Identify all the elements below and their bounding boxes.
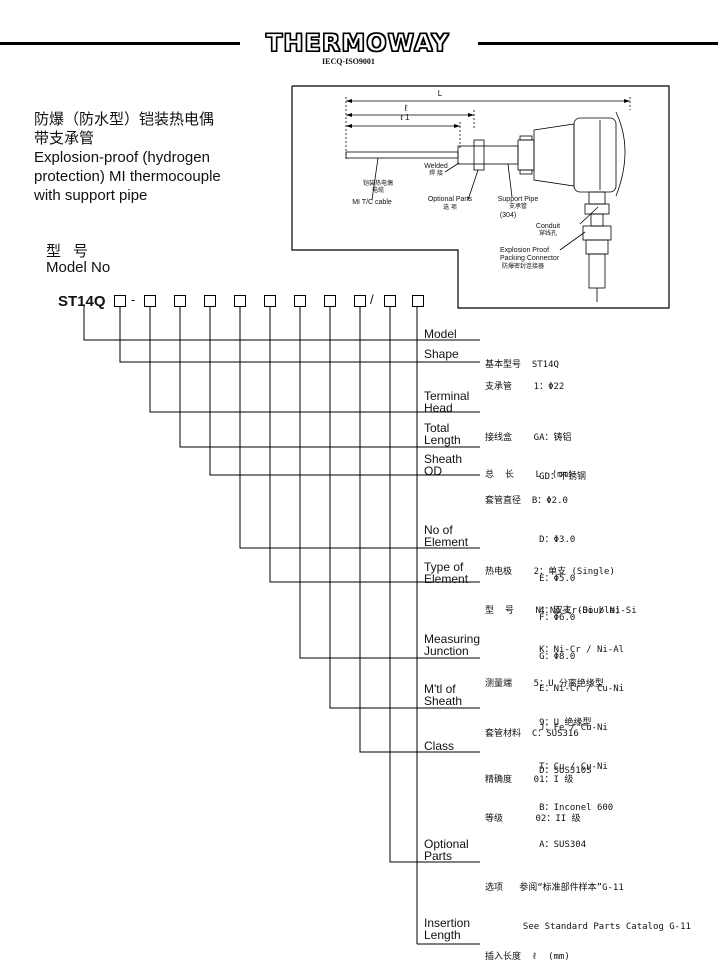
drawing-layer <box>83 85 670 945</box>
spec-label-sheath-material: M'tl of Sheath <box>424 682 463 708</box>
product-title-en-line2: protection) MI thermocouple <box>34 168 221 185</box>
product-title-en: Explosion-proof (hydrogen protection) MI… <box>34 148 221 205</box>
support-pipe-label-cn: 支承管 <box>508 204 527 210</box>
code-box-type-of-element <box>294 295 306 307</box>
code-box-terminal-head-2 <box>174 295 186 307</box>
product-title-cn: 防爆（防水型）铠装热电偶 带支承管 <box>34 110 214 148</box>
spec-label-shape: Shape <box>424 347 459 361</box>
code-box-optional-parts <box>412 295 424 307</box>
code-box-class <box>384 295 396 307</box>
product-title-en-line1: Explosion-proof (hydrogen <box>34 149 210 166</box>
spec-values-optional-parts: 选项 参阅“标准部件样本”G-11 See Standard Parts Cat… <box>485 883 691 932</box>
conduit-label-cn: 穿线孔 <box>538 231 557 237</box>
product-title-cn-line2: 带支承管 <box>34 130 95 147</box>
spec-values-sheath-od: 套管直径 B：Φ2.0 D：Φ3.0 E：Φ5.0 F：Φ6.0 G：Φ8.0 <box>485 496 576 662</box>
model-code-dash: - <box>131 292 136 307</box>
spec-values-no-of-element: 热电极 2：单支 (Single) 4：双支 (Double) <box>485 567 621 616</box>
dim-l1-label: ℓ 1 <box>400 113 410 122</box>
support-pipe-material: (304) <box>499 212 517 219</box>
brand-logo: THERMOWAY <box>265 29 450 57</box>
spec-label-total-length: Total Length <box>424 421 461 447</box>
spec-label-no-of-element: No of Element <box>424 523 469 549</box>
spec-values-type-of-element: 型 号 N：Ni-Cr-Si / Ni-Si K：Ni-Cr / Ni-Al E… <box>485 606 637 772</box>
code-box-no-of-element <box>264 295 276 307</box>
model-label-en: Model No <box>46 259 111 276</box>
code-box-sheath-od <box>234 295 246 307</box>
model-code-prefix: ST14Q <box>58 293 106 310</box>
mi-cable-label-cn: 铠装热电偶 电缆 <box>362 181 393 194</box>
product-title-cn-line1: 防爆（防水型）铠装热电偶 <box>34 111 215 128</box>
spec-values-class: 精确度 01：I 级 等级 02：II 级 <box>485 775 581 824</box>
packing-connector-label-cn: 防爆密封连接器 <box>502 264 545 270</box>
spec-values-insertion-length: 插入长度 ℓ (mm) <box>485 952 570 962</box>
spec-values-terminal-head: 接线盒 GA：铸铝 GD：不锈钢 <box>485 433 587 482</box>
spec-label-optional-parts: Optional Parts <box>424 837 469 863</box>
code-box-terminal-head-1 <box>144 295 156 307</box>
header-rule-right <box>478 42 718 45</box>
spec-label-sheath-od: Sheath OD <box>424 452 463 478</box>
code-box-sheath-material <box>354 295 366 307</box>
thermocouple-drawing <box>345 97 631 302</box>
model-code-slash: / <box>370 292 374 307</box>
spec-label-insertion-length: Insertion Length <box>424 916 471 942</box>
spec-values-model: 基本型号 ST14Q <box>485 360 559 370</box>
packing-connector-label: Explosion Proof Packing Connector <box>500 247 560 262</box>
dimension-arrows <box>346 99 630 128</box>
code-box-measuring-junction <box>324 295 336 307</box>
optional-parts-label-cn: 选 项 <box>443 205 457 211</box>
spec-values-measuring-junction: 测量端 5：U 分离绝缘型 9：U 绝缘型 <box>485 679 604 728</box>
spec-values-sheath-material: 套管材料 C：SUS316 D：SUS310S B：Inconel 600 A：… <box>485 729 614 850</box>
spec-label-model: Model <box>424 327 457 341</box>
optional-parts-label-en: Optional Parts <box>427 196 473 203</box>
diagram-frame <box>291 85 670 309</box>
spec-connector-lines <box>83 305 480 945</box>
welded-label-en: Welded <box>424 163 448 170</box>
welded-label-cn: 焊 接 <box>429 171 443 177</box>
spec-label-measuring-junction: Measuring Junction <box>424 632 481 658</box>
dim-l-label: ℓ <box>404 103 408 113</box>
mi-cable-label-en: MI T/C cable <box>352 199 392 206</box>
certification-text: IECQ-ISO9001 <box>322 57 375 66</box>
spec-label-type-of-element: Type of Element <box>424 560 469 586</box>
support-pipe-label-en: Support Pipe <box>497 196 539 203</box>
dim-L-label: L <box>437 89 443 98</box>
code-box-shape <box>114 295 126 307</box>
code-box-total-length <box>204 295 216 307</box>
spec-values-shape: 支承管 1：Φ22 <box>485 382 565 392</box>
conduit-label-en: Conduit <box>535 223 561 230</box>
product-title-en-line3: with support pipe <box>34 187 148 204</box>
model-label-cn: 型号 <box>46 243 101 260</box>
header-rule-left <box>0 42 240 45</box>
spec-label-class: Class <box>424 739 455 753</box>
spec-label-terminal-head: Terminal Head <box>424 389 470 415</box>
spec-values-total-length: 总 长 L (mm) <box>485 470 574 480</box>
